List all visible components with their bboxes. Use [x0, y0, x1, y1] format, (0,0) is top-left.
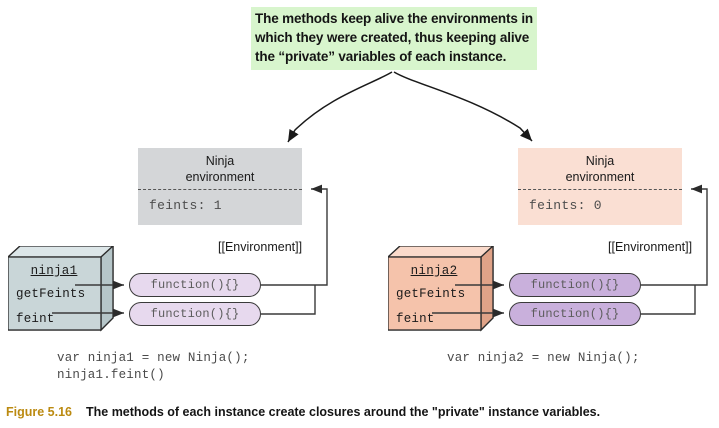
env-left-divider: [138, 189, 302, 190]
ninja1-object-box: ninja1 getFeints feint: [8, 246, 114, 332]
ninja1-environment-link-label: [[Environment]]: [218, 240, 303, 254]
callout-arrow-left: [287, 71, 393, 143]
ninja2-environment-box: Ninja environment feints: 0: [518, 148, 682, 225]
ninja1-feint-function-pill: function(){}: [129, 302, 261, 326]
ninja1-environment-box: Ninja environment feints: 1: [138, 148, 302, 225]
callout-arrow-right: [393, 71, 533, 142]
env-left-title-line1: Ninja: [205, 154, 235, 168]
ninja2-code-snippet: var ninja2 = new Ninja();: [447, 351, 640, 365]
callout-line-1: The methods keep alive the environments …: [255, 11, 534, 26]
ninja1-code-snippet: var ninja1 = new Ninja(); ninja1.feint(): [57, 351, 250, 382]
callout-line-3: the “private” variables of each instance…: [255, 49, 507, 64]
ninja1-feint-env-link: [261, 285, 316, 315]
env-right-title-line1: Ninja: [585, 154, 615, 168]
obj-left-name: ninja1: [30, 264, 78, 278]
obj-right-prop-getfeints: getFeints: [396, 287, 466, 301]
env-right-variable: feints: 0: [529, 198, 602, 213]
env-left-title-line2: environment: [185, 170, 255, 184]
ninja2-environment-link-label: [[Environment]]: [608, 240, 693, 254]
ninja2-feint-env-link: [641, 285, 696, 315]
callout-note: The methods keep alive the environments …: [251, 7, 537, 70]
env-right-title-line2: environment: [565, 170, 635, 184]
figure-number: Figure 5.16: [6, 405, 72, 419]
ninja2-object-box: ninja2 getFeints feint: [388, 246, 494, 332]
obj-right-prop-feint: feint: [396, 312, 435, 326]
figure-caption: Figure 5.16 The methods of each instance …: [6, 405, 600, 419]
callout-line-2: which they were created, thus keeping al…: [255, 30, 530, 45]
env-left-variable: feints: 1: [149, 198, 222, 213]
figure-caption-text: The methods of each instance create clos…: [86, 405, 601, 419]
ninja2-feint-function-pill: function(){}: [509, 302, 641, 326]
ninja2-getfeints-function-pill: function(){}: [509, 273, 641, 297]
obj-right-name: ninja2: [410, 264, 458, 278]
env-right-divider: [518, 189, 682, 190]
obj-left-prop-feint: feint: [16, 312, 55, 326]
obj-left-prop-getfeints: getFeints: [16, 287, 86, 301]
ninja1-getfeints-function-pill: function(){}: [129, 273, 261, 297]
